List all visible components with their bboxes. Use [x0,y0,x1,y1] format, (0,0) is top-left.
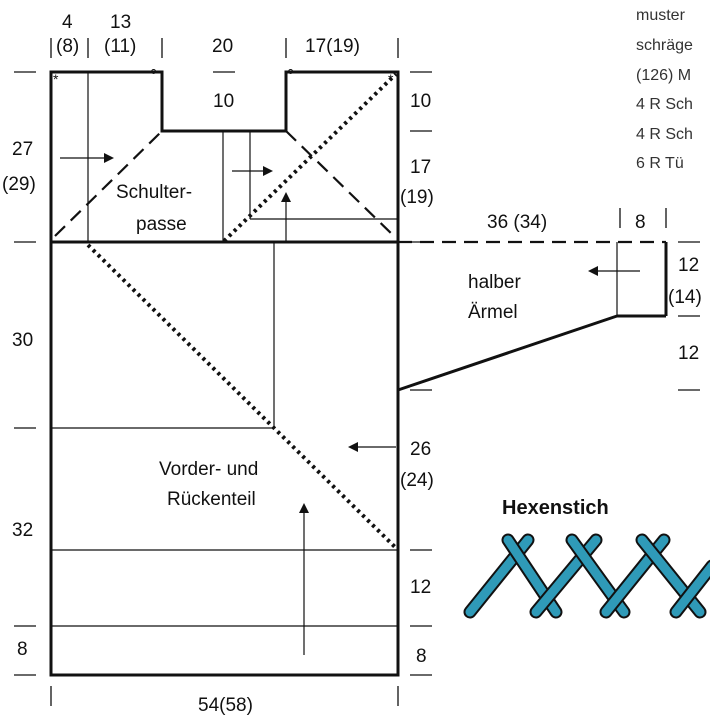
top-dim-1: 4 [62,12,73,33]
instruction-line-3: (126) M [636,67,691,84]
body-piece [49,240,400,677]
marker-circle-left: ° [150,66,157,86]
sleeve-cuff-dim: 8 [635,212,646,233]
marker-star-left: * [53,71,59,87]
right-dim-1: 10 [410,91,431,112]
right-dim-3: 26 [410,439,431,460]
sleeve-label-line2: Ärmel [468,302,518,323]
top-dim-2b: (11) [104,36,136,57]
marker-star-right: * [388,71,394,87]
top-dim-4: 17(19) [305,36,360,57]
hexenstich-title: Hexenstich [502,497,609,519]
yoke-label-line1: Schulter- [116,182,192,203]
left-dim-1: 27 [12,139,33,160]
right-dim-5: 8 [416,646,427,667]
instruction-line-5: 4 R Sch [636,126,693,143]
left-dim-4: 8 [17,639,28,660]
marker-circle-right: ° [287,66,294,86]
instruction-line-1: muster [636,7,686,24]
right-dim-4: 12 [410,577,431,598]
top-dim-2: 13 [110,12,131,33]
left-dim-3: 32 [12,520,33,541]
instruction-text-snippet: muster schräge (126) M 4 R Sch 4 R Sch 6… [636,7,693,172]
yoke-label-line2: passe [136,214,187,235]
top-dim-3: 20 [212,36,233,57]
top-dim-1b: (8) [56,36,79,57]
right-dim-2b: (19) [400,187,434,208]
bottom-dim: 54(58) [198,695,253,715]
right-dim-3b: (24) [400,470,434,491]
sleeve-piece [397,240,668,392]
left-dim-2: 30 [12,330,33,351]
dimension-ticks [14,38,700,706]
sleeve-label-line1: halber [468,272,521,293]
right-dim-2: 17 [410,157,431,178]
body-label-line2: Rückenteil [167,489,256,510]
sleeve-width-dim: 36 (34) [487,212,547,233]
instruction-line-2: schräge [636,37,693,54]
body-label-line1: Vorder- und [159,459,258,480]
top-dim-3b: 10 [213,91,234,112]
instruction-line-6: 6 R Tü [636,155,684,172]
sleeve-height-dim1b: (14) [668,287,702,308]
left-dim-1b: (29) [2,174,36,195]
instruction-line-4: 4 R Sch [636,96,693,113]
sleeve-height-dim2: 12 [678,343,699,364]
stitch-thread-6 [671,561,710,617]
hexenstich-stitch-illustration [463,533,710,619]
sleeve-height-dim1: 12 [678,255,699,276]
